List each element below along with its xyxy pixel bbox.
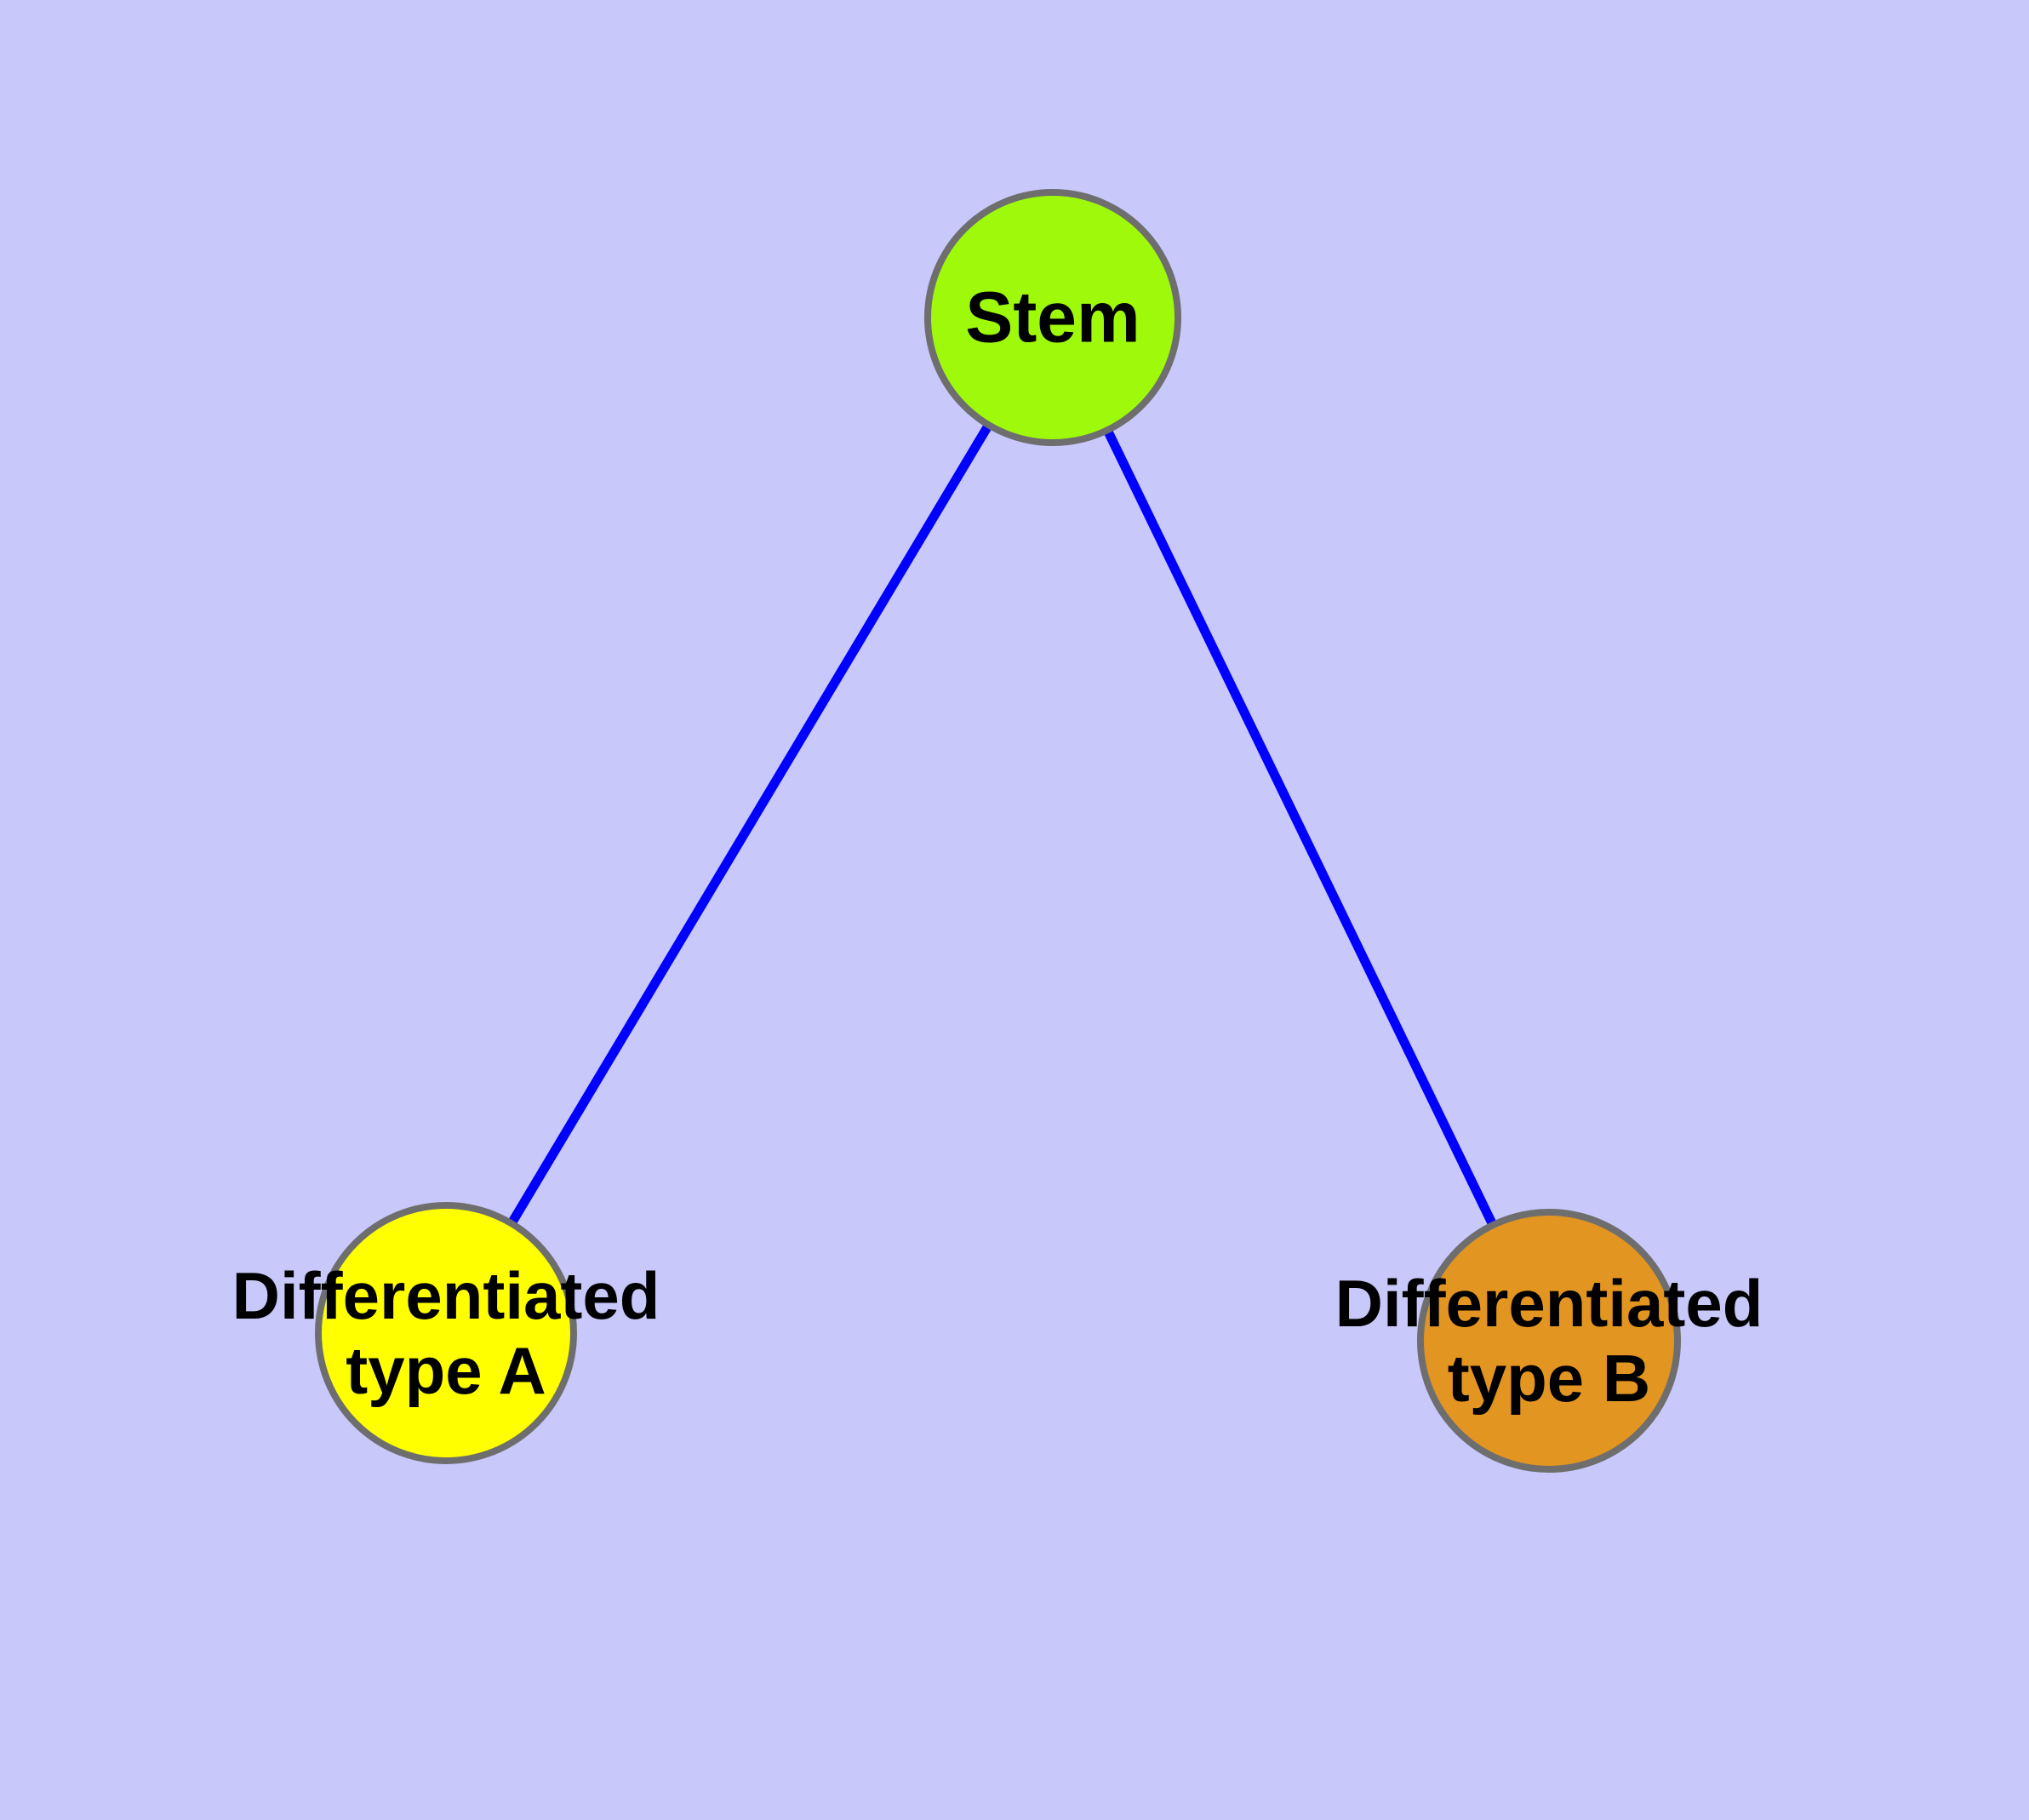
edge-stem-a[interactable]	[508, 424, 992, 1225]
nodes-layer	[315, 189, 1681, 1473]
edges-layer	[508, 424, 1497, 1226]
node-diff_b[interactable]	[1417, 1209, 1681, 1473]
node-stem[interactable]	[924, 189, 1181, 446]
node-diff_a[interactable]	[315, 1202, 577, 1464]
edge-stem-b[interactable]	[1104, 429, 1497, 1226]
